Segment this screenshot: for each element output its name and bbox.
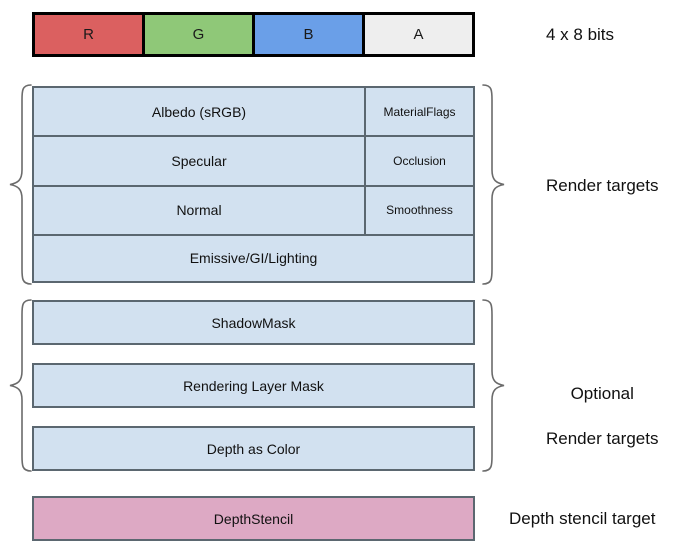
optional-render-targets-right-brace	[482, 299, 505, 472]
render-target-alpha-cell: MaterialFlags	[364, 88, 473, 136]
render-targets-grid: Albedo (sRGB) MaterialFlags Specular Occ…	[32, 86, 475, 283]
render-target-main-label: Specular	[171, 152, 227, 169]
depth-stencil-box: DepthStencil	[32, 496, 475, 541]
optional-render-target-label: Rendering Layer Mask	[183, 377, 324, 394]
render-target-row: Specular Occlusion	[32, 135, 475, 185]
render-target-alpha-label: Occlusion	[393, 153, 446, 168]
render-target-alpha-label: Smoothness	[386, 203, 453, 218]
render-targets-left-brace	[9, 84, 32, 285]
render-target-alpha-label: MaterialFlags	[383, 104, 456, 119]
render-target-alpha-cell: Occlusion	[364, 137, 473, 185]
optional-render-target-box: ShadowMask	[32, 300, 475, 345]
channel-cell-g: G	[145, 15, 255, 54]
channel-label-r: R	[83, 26, 94, 43]
render-target-row: Emissive/GI/Lighting	[32, 233, 475, 283]
render-target-main-cell: Emissive/GI/Lighting	[34, 236, 473, 281]
optional-render-targets-side-label-line2: Render targets	[546, 429, 659, 449]
optional-render-target-label: Depth as Color	[206, 440, 301, 457]
render-target-main-cell: Albedo (sRGB)	[34, 88, 364, 135]
optional-render-target-label: ShadowMask	[211, 314, 296, 331]
render-target-main-cell: Specular	[34, 137, 364, 184]
channel-label-g: G	[192, 26, 205, 43]
optional-render-targets-left-brace	[9, 299, 32, 472]
render-target-main-cell: Normal	[34, 187, 364, 234]
channel-cell-b: B	[255, 15, 365, 54]
render-target-main-label: Albedo (sRGB)	[151, 103, 247, 120]
render-target-row: Normal Smoothness	[32, 184, 475, 234]
channel-label-a: A	[413, 26, 424, 43]
channel-cell-a: A	[365, 15, 472, 54]
render-target-main-label: Emissive/GI/Lighting	[189, 250, 318, 267]
render-target-main-label: Normal	[176, 202, 222, 219]
optional-render-target-box: Depth as Color	[32, 426, 475, 471]
channel-bar: R G B A	[32, 12, 475, 57]
channel-label-b: B	[303, 26, 314, 43]
render-target-row: Albedo (sRGB) MaterialFlags	[32, 86, 475, 136]
depth-stencil-box-label: DepthStencil	[213, 510, 294, 527]
optional-render-targets-side-label: Optional Render targets	[546, 361, 658, 473]
render-targets-side-label: Render targets	[546, 176, 659, 195]
render-target-alpha-cell: Smoothness	[364, 186, 473, 234]
depth-stencil-side-label: Depth stencil target	[509, 509, 656, 528]
channel-bar-side-label: 4 x 8 bits	[546, 25, 615, 44]
render-targets-right-brace	[482, 84, 505, 285]
channel-cell-r: R	[35, 15, 145, 54]
optional-render-target-box: Rendering Layer Mask	[32, 363, 475, 408]
optional-render-targets-side-label-line1: Optional	[570, 384, 634, 404]
